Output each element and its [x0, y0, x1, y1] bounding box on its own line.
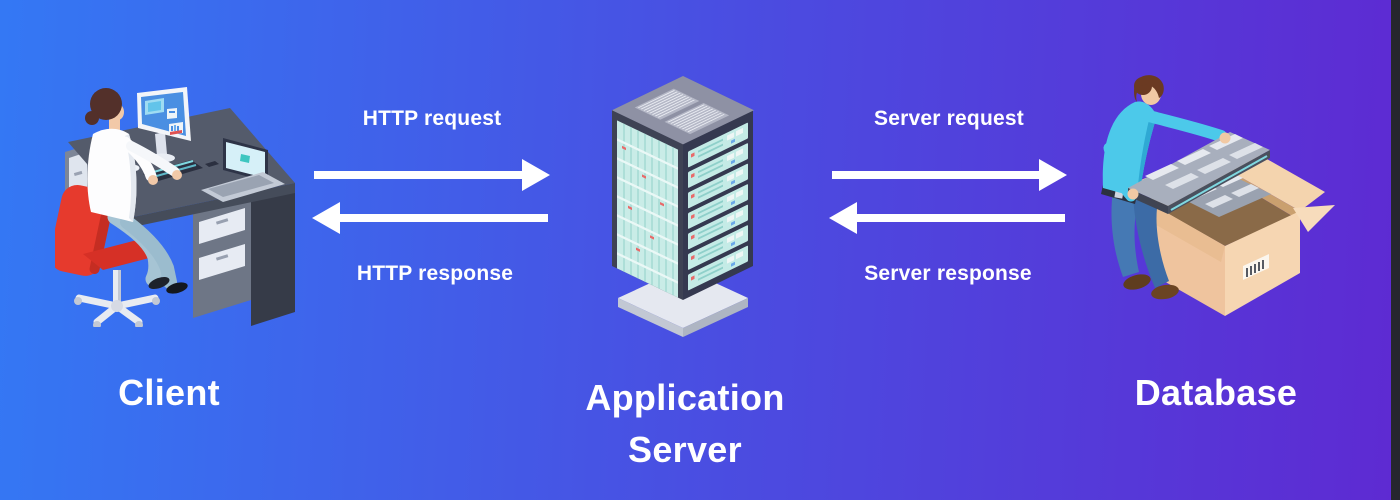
server-rack-icon	[612, 76, 754, 337]
office-chair-seat	[83, 240, 157, 270]
person-database	[1101, 75, 1227, 300]
http-request-arrow	[314, 159, 550, 191]
database-node-label: Database	[1134, 372, 1298, 413]
person-at-desk-with-computer-icon	[55, 87, 295, 327]
hand	[1219, 132, 1231, 144]
barcode	[1243, 254, 1269, 280]
phone	[205, 161, 219, 167]
http-response-arrow	[312, 202, 548, 234]
person-client	[85, 88, 188, 294]
right-edge-strip	[1391, 0, 1400, 500]
client-node-label: Client	[118, 372, 220, 413]
monitor	[137, 87, 191, 163]
server-request-label: Server request	[874, 107, 1024, 130]
laptop	[201, 138, 285, 202]
server-response-label: Server response	[864, 262, 1032, 285]
rack-left-servers	[617, 120, 678, 298]
server-request-arrow	[832, 159, 1067, 191]
application-server-node-label: Application Server	[585, 377, 785, 470]
person-unpacking-server-box-icon	[1101, 75, 1335, 316]
rack-right-servers	[686, 122, 750, 292]
server-response-arrow	[829, 202, 1065, 234]
office-chair-base	[74, 270, 160, 327]
desk-leg-panel	[251, 186, 295, 326]
desk-drawer-cabinet	[193, 194, 251, 318]
hand	[1127, 188, 1139, 200]
http-response-label: HTTP response	[356, 262, 514, 285]
http-request-label: HTTP request	[362, 107, 502, 130]
